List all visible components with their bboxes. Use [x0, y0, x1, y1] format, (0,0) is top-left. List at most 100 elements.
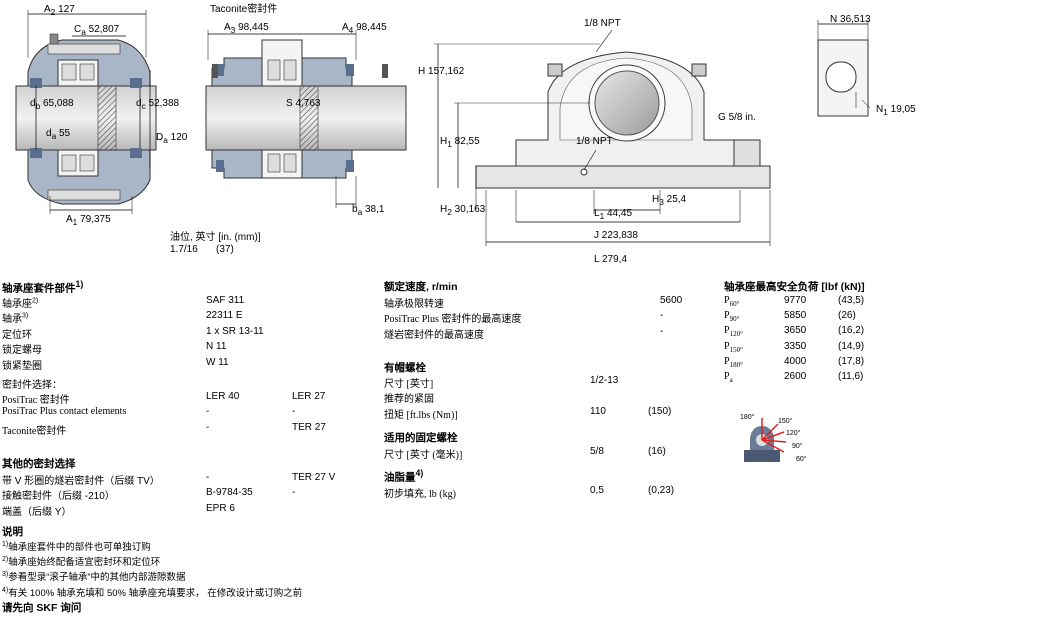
speed-row-label: 燧岩密封件的最高速度 [384, 329, 484, 341]
load-value-kn: (43,5) [838, 295, 865, 306]
dim-da-outer: Da 120 [156, 132, 188, 145]
front-view [434, 29, 771, 246]
seal-row-value-1: - [206, 421, 210, 433]
speed-row-label: PosiTrac Plus 密封件的最高速度 [384, 314, 522, 326]
load-row-symbol: P120° [724, 325, 743, 339]
dim-n: N 36,513 [830, 14, 871, 25]
note-text: 轴承座套件中的部件也可单独订购 [8, 542, 151, 553]
section-view-left [15, 10, 157, 214]
note-row: 3)参看型录“滚子轴承”中的其他内部游隙数据 [2, 569, 186, 583]
dim-h2: H2 30,163 [440, 204, 486, 217]
other-row-value-1: B-9784-35 [206, 487, 253, 499]
notes-footer: 请先向 SKF 询问 [2, 602, 82, 614]
loads-title: 轴承座最高安全负荷 [lbf (kN)] [724, 281, 865, 293]
row-label: 定位环 [2, 329, 32, 341]
dim-g: G 5/8 in. [718, 112, 756, 123]
table-row-label: 轴承座2) [2, 295, 39, 310]
load-row-symbol: P180° [724, 356, 743, 370]
dim-a2: A2 127 [44, 4, 75, 17]
attach-row-value-2: (16) [648, 446, 666, 457]
row-label: 轴承座 [2, 299, 32, 310]
load-value-lbf: 5850 [784, 310, 807, 322]
cap-row-label: 扭矩 [ft.lbs (Nm)] [384, 409, 458, 421]
row-sup: 3) [22, 313, 29, 321]
other-row-value-2: - [292, 487, 296, 499]
load-direction-diagram [744, 418, 787, 462]
dim-a1: A1 79,375 [66, 214, 111, 227]
speed-row-value: - [660, 310, 664, 322]
cap-row-value-1: 110 [590, 405, 606, 417]
dim-h3: H3 25,4 [652, 194, 687, 207]
other-row-label: 端盖（后缀 Y） [2, 506, 72, 518]
row-value: 1 x SR 13-11 [206, 325, 264, 337]
table-row-label: 定位环 [2, 326, 32, 341]
table-row-label: 锁紧垫圈 [2, 357, 42, 372]
load-subscript: 180° [729, 360, 743, 369]
load-value-lbf: 4000 [784, 355, 807, 367]
row-value: N 11 [206, 341, 227, 353]
seal-row-value-1: LER 40 [206, 391, 240, 402]
technical-drawings [15, 10, 871, 246]
note-text: 参看型录“滚子轴承”中的其他内部游隙数据 [8, 572, 186, 584]
speed-row-value: - [660, 325, 664, 337]
section-view-taconite [205, 30, 407, 208]
seal-row-label: PosiTrac Plus contact elements [2, 406, 127, 418]
seal-row-value-2: - [292, 406, 296, 418]
angle-120-label: 120° [786, 430, 801, 437]
oil-level-in: 1.7/16 [170, 244, 198, 255]
note-row: 2)轴承座始终配备适宜密封环和定位环 [2, 554, 160, 568]
other-row-label: 带 V 形圈的燧岩密封件（后缀 TV） [2, 476, 160, 487]
dim-n1: N1 19,05 [876, 104, 916, 117]
row-sup: 2) [32, 297, 39, 305]
load-symbol: P [724, 355, 730, 367]
seal-row-value-2: LER 27 [292, 391, 326, 402]
dim-h1: H1 82,55 [440, 136, 480, 149]
load-value-lbf: 3350 [784, 340, 807, 352]
load-symbol: P [724, 325, 730, 337]
dim-h: H 157,162 [418, 66, 465, 77]
note-sup: 3) [2, 571, 9, 579]
load-value-kn: (26) [838, 310, 856, 322]
grease-title: 油脂量4) [384, 468, 424, 484]
note-row: 1)轴承座套件中的部件也可单独订购 [2, 539, 151, 553]
grease-row-value-2: (0,23) [648, 485, 675, 496]
load-row-symbol: P60° [724, 295, 739, 309]
dim-l: L 279,4 [594, 254, 628, 265]
dim-ba: ba 38,1 [352, 204, 385, 217]
other-row-label: 接触密封件（后缀 -210） [2, 491, 115, 503]
load-symbol: P [724, 340, 730, 352]
table-row-label: 锁定螺母 [2, 341, 42, 356]
oil-level-mm: (37) [216, 244, 234, 255]
dim-a3: A3 98,445 [224, 22, 269, 35]
load-row-symbol: P150° [724, 341, 743, 355]
load-value-kn: (11,6) [838, 371, 864, 382]
load-subscript: 60° [729, 300, 740, 308]
load-value-lbf: 3650 [784, 325, 807, 337]
load-subscript: 120° [729, 330, 743, 339]
seal-row-value-2: TER 27 [292, 421, 326, 433]
cap-row-value-1: 1/2-13 [590, 375, 619, 386]
load-value-kn: (14,9) [838, 340, 865, 352]
other-row-value-1: EPR 6 [206, 502, 235, 514]
attach-row-label: 尺寸 [英寸 (毫米)] [384, 450, 463, 461]
seal-row-label: Taconite密封件 [2, 425, 67, 437]
notes-title: 说明 [2, 526, 23, 538]
cap-bolts-title: 有帽螺栓 [384, 362, 426, 374]
dim-l1: L1 44,45 [594, 208, 633, 221]
load-row-symbol: P90° [724, 310, 739, 324]
angle-60-label: 60° [796, 456, 807, 463]
table-row-label: 轴承3) [2, 310, 29, 325]
note-sup: 4) [2, 586, 9, 594]
load-value-kn: (16,2) [838, 325, 865, 337]
dim-s: S 4,763 [286, 98, 321, 109]
grease-row-value-1: 0,5 [590, 485, 604, 496]
grease-row-label: 初步填充, lb (kg) [384, 489, 456, 500]
seal-select-label: 密封件选择： [2, 380, 62, 391]
seal-row-value-1: - [206, 406, 210, 418]
angle-150-label: 150° [778, 418, 793, 425]
cap-row-label: 推荐的紧固 [384, 394, 434, 406]
cap-row-label: 尺寸 [英寸] [384, 379, 434, 390]
load-subscript: 90° [729, 315, 740, 324]
note-text: 有关 100% 轴承充填和 50% 轴承座充填要求， 在修改设计或订购之前 [8, 587, 303, 599]
dim-dc: dc 52,388 [136, 98, 180, 111]
